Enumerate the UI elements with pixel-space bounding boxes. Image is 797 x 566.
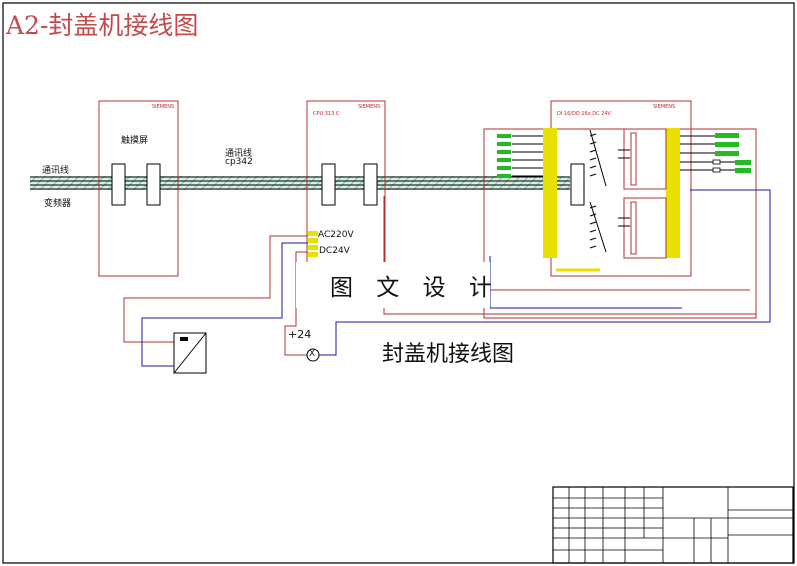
siemens-logo-3: SIEMENS bbox=[653, 104, 676, 110]
comm-line-mid-label: 通讯线 bbox=[225, 149, 253, 159]
drawing-title: A2-封盖机接线图 bbox=[6, 11, 199, 40]
power-supply-box bbox=[173, 332, 207, 374]
io-input-terminals bbox=[543, 128, 680, 258]
watermark-background bbox=[296, 262, 490, 308]
siemens-logo-2: SIEMENS bbox=[358, 104, 381, 110]
plus24-label: +24 bbox=[288, 328, 312, 341]
input-switch-contacts bbox=[589, 129, 607, 253]
dc24v-label: DC24V bbox=[319, 246, 350, 256]
ac220v-label: AC220V bbox=[318, 230, 354, 240]
io-module-label: DI 16/DO 16x DC 24V bbox=[557, 111, 611, 117]
drawing-name: 封盖机接线图 bbox=[382, 342, 515, 367]
output-relay-blocks bbox=[618, 128, 667, 259]
cp342-label: cp342 bbox=[225, 157, 253, 167]
touch-screen-module bbox=[98, 100, 179, 277]
comm-cable-bundle bbox=[30, 176, 570, 190]
touch-screen-label: 触摸屏 bbox=[121, 136, 149, 146]
title-block bbox=[552, 486, 794, 564]
lamp-symbol: X bbox=[309, 349, 316, 359]
cpu-module bbox=[306, 100, 386, 277]
cpu-model-label: CPU 313 C bbox=[313, 111, 340, 117]
vfd-label: 变频器 bbox=[44, 199, 72, 209]
power-wiring bbox=[123, 189, 771, 367]
siemens-logo-1: SIEMENS bbox=[152, 104, 175, 110]
green-output-markers bbox=[680, 133, 751, 173]
comm-line-left-label: 通讯线 bbox=[42, 166, 70, 176]
green-input-markers bbox=[497, 134, 543, 178]
signal-lamp bbox=[306, 348, 320, 362]
watermark-text: 图 文 设 计 bbox=[330, 275, 500, 301]
